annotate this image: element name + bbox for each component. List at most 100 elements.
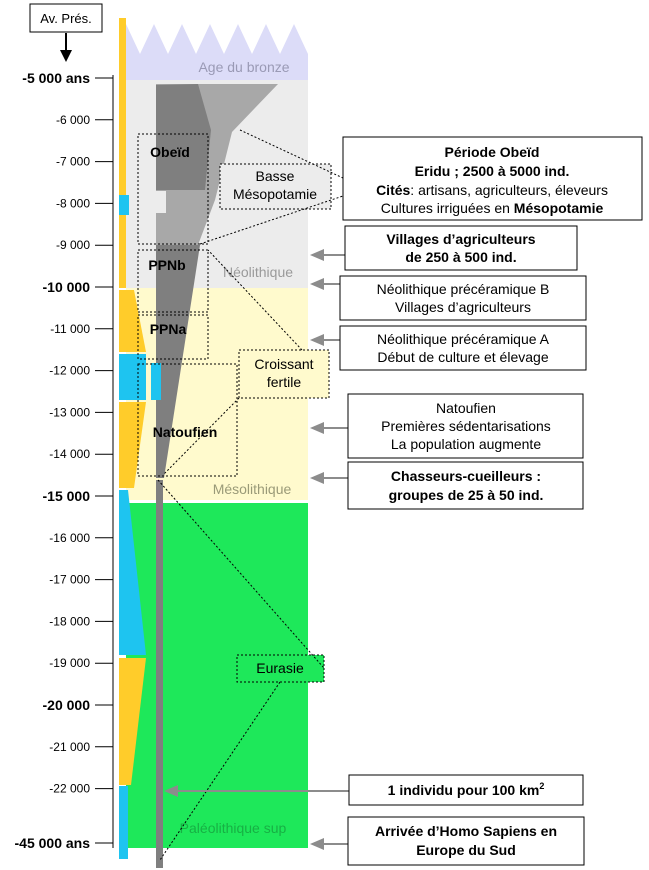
header-box	[29, 3, 103, 33]
ppnb-label: PPNb	[148, 257, 185, 273]
info-natoufien-line3: La population augmente	[391, 436, 541, 452]
axis-tick-label: -18 000	[49, 614, 90, 628]
eurasie-box	[236, 654, 325, 683]
axis-tick-label: -15 000	[43, 488, 91, 504]
arrow-homo	[310, 838, 324, 850]
info-obeid-line3: Cités: artisans, agriculteurs, éleveurs	[376, 182, 608, 198]
info-box-homo	[347, 816, 585, 866]
info-homo-line1: Arrivée d’Homo Sapiens en	[375, 823, 557, 839]
axis-tick-label: -16 000	[49, 531, 90, 545]
climate-warm-upper	[119, 18, 126, 195]
info-villages-line1: Villages d’agriculteurs	[386, 231, 535, 247]
population-notch-2	[151, 363, 161, 400]
info-obeid-cites: Cités	[376, 182, 410, 198]
basse-mesopotamie-label-2: Mésopotamie	[233, 186, 317, 202]
axis-tick-label: -21 000	[49, 740, 90, 754]
axis-tick-label: -9 000	[56, 238, 90, 252]
info-obeid-line4-plain: Cultures irriguées en	[381, 200, 514, 216]
climate-cold-lower	[119, 786, 128, 859]
climate-warm-ppna	[119, 290, 146, 352]
connector-obeid-info-top	[239, 129, 344, 179]
pointer-arrows	[164, 249, 349, 850]
climate-cold-glacial	[119, 490, 146, 655]
ppna-label: PPNa	[150, 321, 187, 337]
arrow-ppnb	[310, 278, 324, 290]
header-arrow-head	[60, 50, 72, 62]
info-densite-main: 1 individu pour 100 km	[388, 782, 540, 798]
info-box-obeid	[342, 136, 643, 221]
info-obeid-line3-rest: : artisans, agriculteurs, éleveurs	[410, 182, 608, 198]
axis-tick-label: -20 000	[43, 697, 91, 713]
climate-cold-small	[119, 195, 129, 215]
info-box-natoufien	[347, 393, 584, 459]
paleolithic-label: Paléolithique sup	[180, 820, 287, 836]
info-ppna-line1: Néolithique précéramique A	[377, 331, 550, 347]
info-densite: 1 individu pour 100 km2	[388, 781, 545, 798]
axis-tick-label: -17 000	[49, 573, 90, 587]
connector-eurasie-base	[157, 479, 325, 669]
eurasie-label: Eurasie	[256, 660, 304, 676]
axis-tick-label: -14 000	[49, 447, 90, 461]
neolithic-label: Néolithique	[223, 264, 293, 280]
population-lower-wedge	[156, 245, 200, 478]
obeid-label: Obeïd	[150, 144, 190, 160]
arrow-natoufien	[310, 422, 324, 434]
population-dark-wedge	[156, 84, 211, 190]
connector-lines	[157, 129, 344, 861]
basse-mesopotamie-box	[219, 163, 332, 210]
info-natoufien-line2: Premières sédentarisations	[381, 418, 551, 434]
axis-tick-label: -8 000	[56, 196, 90, 210]
axis-tick-label: -6 000	[56, 113, 90, 127]
croissant-fertile-box	[238, 349, 330, 399]
arrow-ppna	[310, 334, 324, 346]
bronze-age-band	[126, 24, 308, 80]
basse-mesopotamie-label-1: Basse	[256, 168, 295, 184]
axis-tick-label: -13 000	[49, 405, 90, 419]
ppna-box	[137, 314, 209, 360]
climate-warm-interstadial	[119, 658, 146, 785]
axis-tick-label: -22 000	[49, 782, 90, 796]
ppnb-box	[137, 249, 209, 313]
arrow-chasseurs	[310, 472, 324, 484]
axis-tick-label: -45 000 ans	[15, 835, 91, 851]
axis-tick-label: -12 000	[49, 364, 90, 378]
info-box-chasseurs	[347, 461, 584, 510]
info-homo-line2: Europe du Sud	[416, 842, 516, 858]
axis-tick-label: -7 000	[56, 155, 90, 169]
info-ppna-line2: Début de culture et élevage	[377, 349, 548, 365]
info-box-densite	[348, 774, 584, 806]
connector-croissant-natoufien	[163, 397, 240, 475]
croissant-fertile-label-2: fertile	[267, 374, 301, 390]
info-ppnb-line2: Villages d’agriculteurs	[395, 299, 531, 315]
climate-warm-natoufien	[119, 402, 146, 488]
axis-ticks: -5 000 ans-6 000-7 000-8 000-9 000-10 00…	[15, 70, 113, 851]
connector-croissant-ppnb	[207, 249, 303, 351]
mesolithic-label: Mésolithique	[213, 481, 292, 497]
bronze-age-label: Age du bronze	[198, 59, 289, 75]
croissant-fertile-label-1: Croissant	[254, 356, 313, 372]
info-box-ppna	[339, 325, 587, 371]
header-label: Av. Prés.	[40, 11, 92, 26]
info-densite-sup: 2	[539, 781, 544, 791]
arrow-densite	[164, 785, 178, 797]
connector-obeid-info-bottom	[199, 195, 344, 245]
population-baseline	[156, 480, 163, 868]
info-box-villages	[344, 225, 578, 271]
axis-tick-label: -11 000	[50, 322, 90, 336]
info-villages-line2: de 250 à 500 ind.	[405, 249, 516, 265]
info-ppnb-line1: Néolithique précéramique B	[377, 281, 550, 297]
obeid-box	[137, 133, 209, 245]
population-notch-1	[154, 191, 166, 213]
info-obeid-line4: Cultures irriguées en Mésopotamie	[381, 200, 604, 216]
info-box-ppnb	[339, 275, 587, 321]
info-chasseurs-line2: groupes de 25 à 50 ind.	[389, 487, 544, 503]
info-natoufien-line1: Natoufien	[436, 400, 496, 416]
info-obeid-mesopotamie: Mésopotamie	[514, 200, 604, 216]
natoufien-box	[137, 363, 238, 477]
natoufien-label: Natoufien	[153, 424, 218, 440]
climate-warm-mid	[119, 215, 126, 288]
info-obeid-line2: Eridu ; 2500 à 5000 ind.	[415, 163, 570, 179]
arrow-villages	[310, 249, 324, 261]
axis-tick-label: -5 000 ans	[22, 70, 90, 86]
